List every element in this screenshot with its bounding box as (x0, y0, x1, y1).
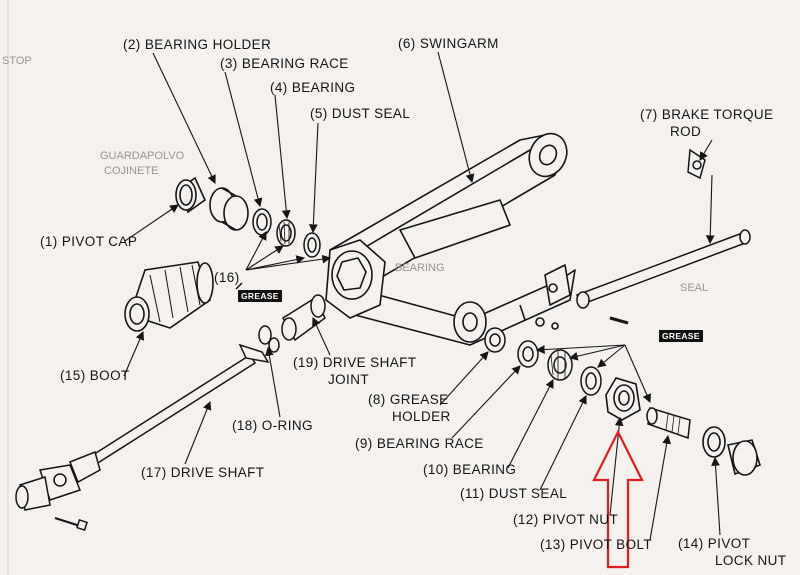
bearing-race-right (517, 340, 539, 368)
bearing-holder (209, 187, 249, 231)
label-drive-shaft-joint-2: JOINT (328, 372, 369, 387)
pivot-nut (605, 377, 641, 421)
label-dust-seal-11: (11) DUST SEAL (460, 486, 568, 501)
pivot-cap (175, 176, 207, 214)
label-pivot-nut: (12) PIVOT NUT (513, 512, 619, 527)
pivot-bolt (646, 407, 691, 440)
bleed-text-5: STOP (2, 55, 32, 67)
boot (124, 261, 214, 332)
highlight-arrow (592, 429, 644, 569)
bearing-left (276, 219, 296, 247)
label-bearing-10: (10) BEARING (423, 462, 517, 477)
label-bearing-race-9: (9) BEARING RACE (355, 436, 484, 451)
label-pivot-bolt: (13) PIVOT BOLT (540, 537, 653, 552)
brake-torque-rod (576, 148, 751, 309)
leader-lines (123, 51, 721, 541)
o-ring (258, 325, 280, 353)
label-drive-shaft: (17) DRIVE SHAFT (141, 465, 265, 480)
dust-seal-right (580, 366, 602, 396)
grease-tag-right: GREASE (659, 330, 703, 342)
dust-seal-left (303, 232, 321, 258)
label-swingarm: (6) SWINGARM (398, 36, 499, 51)
grease-holder (484, 327, 506, 353)
bleed-text-4: SEAL (680, 282, 709, 294)
label-bearing-race-3: (3) BEARING RACE (220, 56, 349, 71)
label-drive-shaft-joint-1: (19) DRIVE SHAFT (293, 355, 417, 370)
label-dust-seal-5: (5) DUST SEAL (310, 106, 411, 121)
grease-tag-left: GREASE (238, 290, 282, 302)
drive-shaft (15, 343, 270, 531)
label-brake-torque-rod-1: (7) BRAKE TORQUE (640, 107, 774, 122)
label-brake-torque-rod-2: ROD (670, 124, 702, 139)
label-grease-holder-2: HOLDER (392, 409, 451, 424)
label-pivot-cap: (1) PIVOT CAP (40, 234, 138, 249)
grease-symbol-left (235, 282, 243, 290)
label-grease-holder-1: (8) GREASE (368, 392, 449, 407)
label-boot: (15) BOOT (60, 368, 130, 383)
label-bearing-holder: (2) BEARING HOLDER (123, 37, 272, 52)
bearing-right (547, 349, 573, 381)
label-o-ring: (18) O-RING (232, 418, 313, 433)
label-bearing-4: (4) BEARING (270, 80, 356, 95)
bleed-text-2: COJINETE (104, 165, 159, 177)
swingarm (325, 132, 629, 346)
bearing-race-left (252, 208, 272, 236)
drive-shaft-joint (281, 294, 326, 342)
label-callout-16: (16) (214, 270, 240, 285)
bleed-text-3: BEARING (395, 262, 445, 274)
bleed-text-1: GUARDAPOLVO (100, 150, 185, 162)
label-pivot-lock-nut-2: LOCK NUT (715, 553, 787, 568)
pivot-lock-nut (702, 426, 761, 476)
label-pivot-lock-nut-1: (14) PIVOT (678, 536, 751, 551)
